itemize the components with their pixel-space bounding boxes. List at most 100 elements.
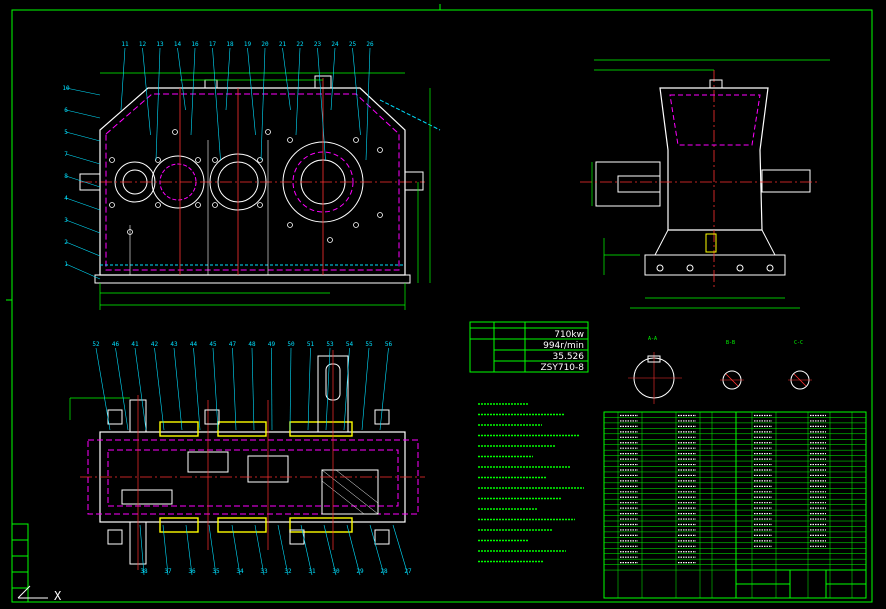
bolt-hole (109, 202, 115, 208)
input-shaft-end (79, 173, 101, 191)
spec-model: ZSY710-8 (540, 363, 584, 373)
part-balloon: 44 (190, 341, 198, 348)
spec-power: 710kw (554, 330, 584, 340)
gear-hatch (335, 469, 379, 504)
bearing-cap (159, 517, 199, 533)
part-balloon: 10 (62, 85, 70, 92)
inspection-cover (314, 75, 332, 89)
part-balloon: 25 (349, 41, 357, 48)
spec-table-frame (469, 321, 589, 373)
base-flange (94, 274, 411, 284)
part-balloon: 23 (314, 41, 322, 48)
bearing-cap (289, 421, 353, 437)
leader-line (65, 263, 101, 280)
part-balloon: 37 (164, 568, 172, 575)
leader-line (162, 524, 169, 576)
part-balloon: 43 (170, 341, 178, 348)
bolt-hole (327, 237, 333, 243)
spec-ratio: 35.526 (553, 352, 585, 362)
leader-line (231, 524, 241, 576)
side-input-shaft-housing (595, 161, 661, 207)
leader-line (134, 347, 147, 431)
leader-line (343, 347, 350, 431)
part-balloon: 5 (64, 129, 68, 136)
part-balloon: 24 (331, 41, 339, 48)
part-balloon: 55 (365, 341, 373, 348)
part-balloon: 35 (212, 568, 220, 575)
bolt-hole (195, 202, 201, 208)
leader-line (247, 47, 256, 136)
leader-line (323, 524, 337, 576)
parts-list-frame (603, 411, 867, 599)
bolt-hole (212, 157, 218, 163)
bolt-hole (353, 137, 359, 143)
part-balloon: 48 (248, 341, 256, 348)
bearing-cap (289, 517, 353, 533)
part-balloon: 16 (191, 41, 199, 48)
part-balloon: 42 (151, 341, 159, 348)
leader-line (65, 87, 101, 96)
bolt-hole (377, 212, 383, 218)
bolt-hole (377, 147, 383, 153)
leader-line (65, 175, 101, 188)
output-gear-hidden (292, 151, 354, 213)
section-label-a: A-A (648, 336, 657, 342)
leader-line (369, 524, 385, 576)
leader-line (225, 47, 231, 111)
plan-inner-hidden (107, 449, 399, 507)
leader-line (185, 524, 193, 576)
foot-bolt (289, 529, 305, 545)
leader-line (212, 347, 219, 431)
ucs-y-axis (17, 585, 31, 599)
leader-line (155, 47, 161, 161)
part-balloon: 38 (140, 568, 148, 575)
leader-line (361, 347, 370, 431)
front-view (79, 72, 441, 310)
leader-line (208, 524, 217, 576)
part-balloon: 47 (229, 341, 237, 348)
parts-list-table (603, 411, 867, 599)
part-balloon: 26 (366, 41, 374, 48)
bolt-hole (195, 157, 201, 163)
leader-line (330, 47, 336, 111)
bearing-cap (159, 421, 199, 437)
ucs-x-label: X (54, 589, 62, 603)
part-balloon: 30 (332, 568, 340, 575)
part-balloon: 7 (64, 151, 68, 158)
leader-line (95, 347, 111, 431)
leader-line (142, 47, 151, 136)
side-base (644, 254, 786, 276)
part-balloon: 31 (308, 568, 316, 575)
gear-hatch (321, 469, 379, 515)
part-balloon: 50 (287, 341, 295, 348)
part-balloon: 49 (268, 341, 276, 348)
foot-bolt (107, 409, 123, 425)
leader-line (120, 47, 126, 111)
anchor-hole (766, 264, 774, 272)
side-hidden-lines (669, 94, 761, 146)
leader-line (190, 47, 196, 136)
leader-line (317, 47, 326, 161)
side-drain-plug (705, 233, 717, 253)
leader-line (271, 347, 273, 431)
part-balloon: 12 (139, 41, 147, 48)
part-balloon: 13 (156, 41, 164, 48)
section-label-b: B-B (726, 340, 735, 346)
leader-line (282, 47, 291, 111)
leader-line (115, 347, 129, 431)
part-balloon: 4 (64, 195, 68, 202)
anchor-hole (736, 264, 744, 272)
leader-line (65, 241, 101, 257)
technical-requirements (478, 403, 584, 563)
part-balloon: 19 (244, 41, 252, 48)
section-a-keyway (647, 355, 661, 363)
leader-line (260, 47, 266, 161)
bolt-hole (172, 129, 178, 135)
section-views: A-A B-B C-C (628, 336, 812, 404)
leader-line (289, 347, 292, 431)
part-balloon: 56 (385, 341, 393, 348)
foot-bolt (107, 529, 123, 545)
side-output-shaft (761, 169, 811, 193)
